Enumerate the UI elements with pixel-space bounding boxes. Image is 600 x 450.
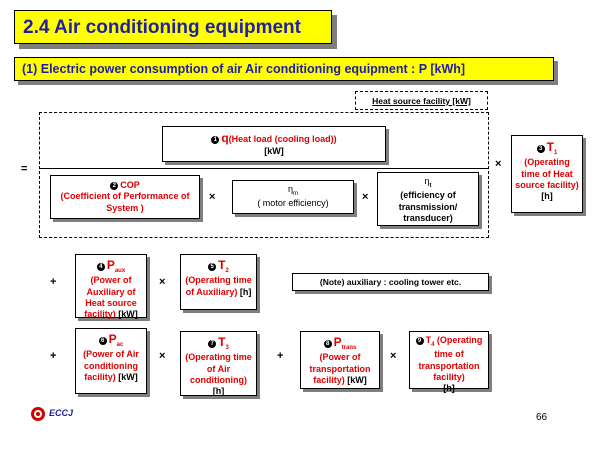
t4-desc: (Operating time of transportation facili…: [418, 335, 483, 382]
slide-title: 2.4 Air conditioning equipment: [14, 10, 332, 44]
motor-sub: m: [293, 190, 298, 197]
times-sign: ×: [390, 350, 397, 362]
eccj-logo-icon: [31, 407, 45, 421]
paux-symbol: P: [106, 258, 115, 272]
plus-sign: +: [50, 276, 57, 288]
t4-sub: 4: [431, 341, 435, 348]
heat-source-label: Heat source facility [kW]: [372, 96, 471, 106]
t3-sub: 3: [225, 344, 229, 351]
note-text: (Note) auxiliary : cooling tower etc.: [319, 277, 462, 287]
ptrans-unit: [kW]: [347, 374, 367, 385]
marker-9: 9: [415, 336, 424, 345]
times-sign: ×: [159, 350, 166, 362]
note-box: (Note) auxiliary : cooling tower etc.: [292, 273, 489, 291]
logo-text: ECCJ: [49, 408, 74, 418]
transmission-efficiency-box: ηt (efficiency of transmission/ transduc…: [377, 172, 479, 226]
t1-desc: (Operating time of Heat source facility): [515, 157, 579, 190]
pac-desc: (Power of Air conditioning facility): [83, 349, 139, 382]
paux-desc: (Power of Auxiliary of Heat source facil…: [84, 275, 137, 320]
motor-efficiency-box: ηm ( motor efficiency): [232, 180, 354, 214]
heat-load-desc: (Heat load (cooling load)): [228, 134, 337, 144]
ptrans-desc: (Power of transportation facility): [309, 352, 371, 385]
t4-unit: [h]: [443, 383, 455, 394]
paux-sub: aux: [114, 267, 126, 274]
t2-sub: 2: [225, 267, 229, 274]
t3-symbol: T: [218, 335, 226, 349]
heat-load-symbol: q: [221, 131, 229, 145]
page-number: 66: [536, 412, 548, 423]
marker-1: 1: [211, 135, 220, 144]
trans-symbol: η: [424, 176, 430, 186]
ptrans-symbol: P: [333, 335, 342, 349]
pac-sub: ac: [116, 341, 124, 348]
ptrans-sub: trans: [341, 344, 357, 351]
pac-unit: [kW]: [118, 371, 138, 382]
t3-unit: [h]: [212, 386, 225, 397]
section-subtitle: (1) Electric power consumption of air Ai…: [14, 57, 554, 81]
eccj-logo: ECCJ: [30, 405, 90, 423]
marker-6: 6: [98, 336, 107, 345]
t1-symbol: T: [546, 140, 554, 154]
trans-sub: t: [429, 182, 432, 189]
marker-3: 3: [536, 144, 545, 153]
trans-desc: (efficiency of transmission/ transducer): [398, 190, 458, 223]
heat-source-frame: [39, 112, 489, 238]
heat-source-label-box: Heat source facility [kW]: [355, 91, 488, 110]
motor-symbol: η: [287, 184, 293, 194]
t2-desc: (Operating time of Auxiliary): [185, 275, 252, 297]
plus-sign: +: [50, 350, 57, 362]
marker-7: 7: [208, 339, 217, 348]
marker-4: 4: [96, 262, 105, 271]
fraction-line: [40, 168, 488, 169]
equals-sign: =: [21, 163, 28, 175]
marker-8: 8: [323, 339, 332, 348]
times-sign: ×: [159, 276, 166, 288]
motor-desc: ( motor efficiency): [257, 198, 329, 209]
t1-unit: [h]: [541, 191, 553, 202]
heat-load-unit: [kW]: [264, 146, 284, 156]
paux-unit: [kW]: [118, 309, 138, 320]
t2-symbol: T: [218, 258, 226, 272]
times-sign: ×: [209, 191, 216, 203]
t2-unit: [h]: [239, 286, 252, 297]
times-sign: ×: [495, 158, 502, 170]
cop-symbol: COP: [120, 180, 140, 190]
plus-sign: +: [277, 350, 284, 362]
marker-2: 2: [110, 181, 119, 190]
times-sign: ×: [362, 191, 369, 203]
pac-symbol: P: [108, 332, 117, 346]
t4-symbol: T: [425, 335, 432, 345]
t3-desc: (Operating time of Air conditioning): [185, 352, 252, 385]
t1-sub: 1: [554, 149, 558, 156]
marker-5: 5: [208, 262, 217, 271]
cop-desc: (Coefficient of Performance of System ): [60, 191, 190, 213]
